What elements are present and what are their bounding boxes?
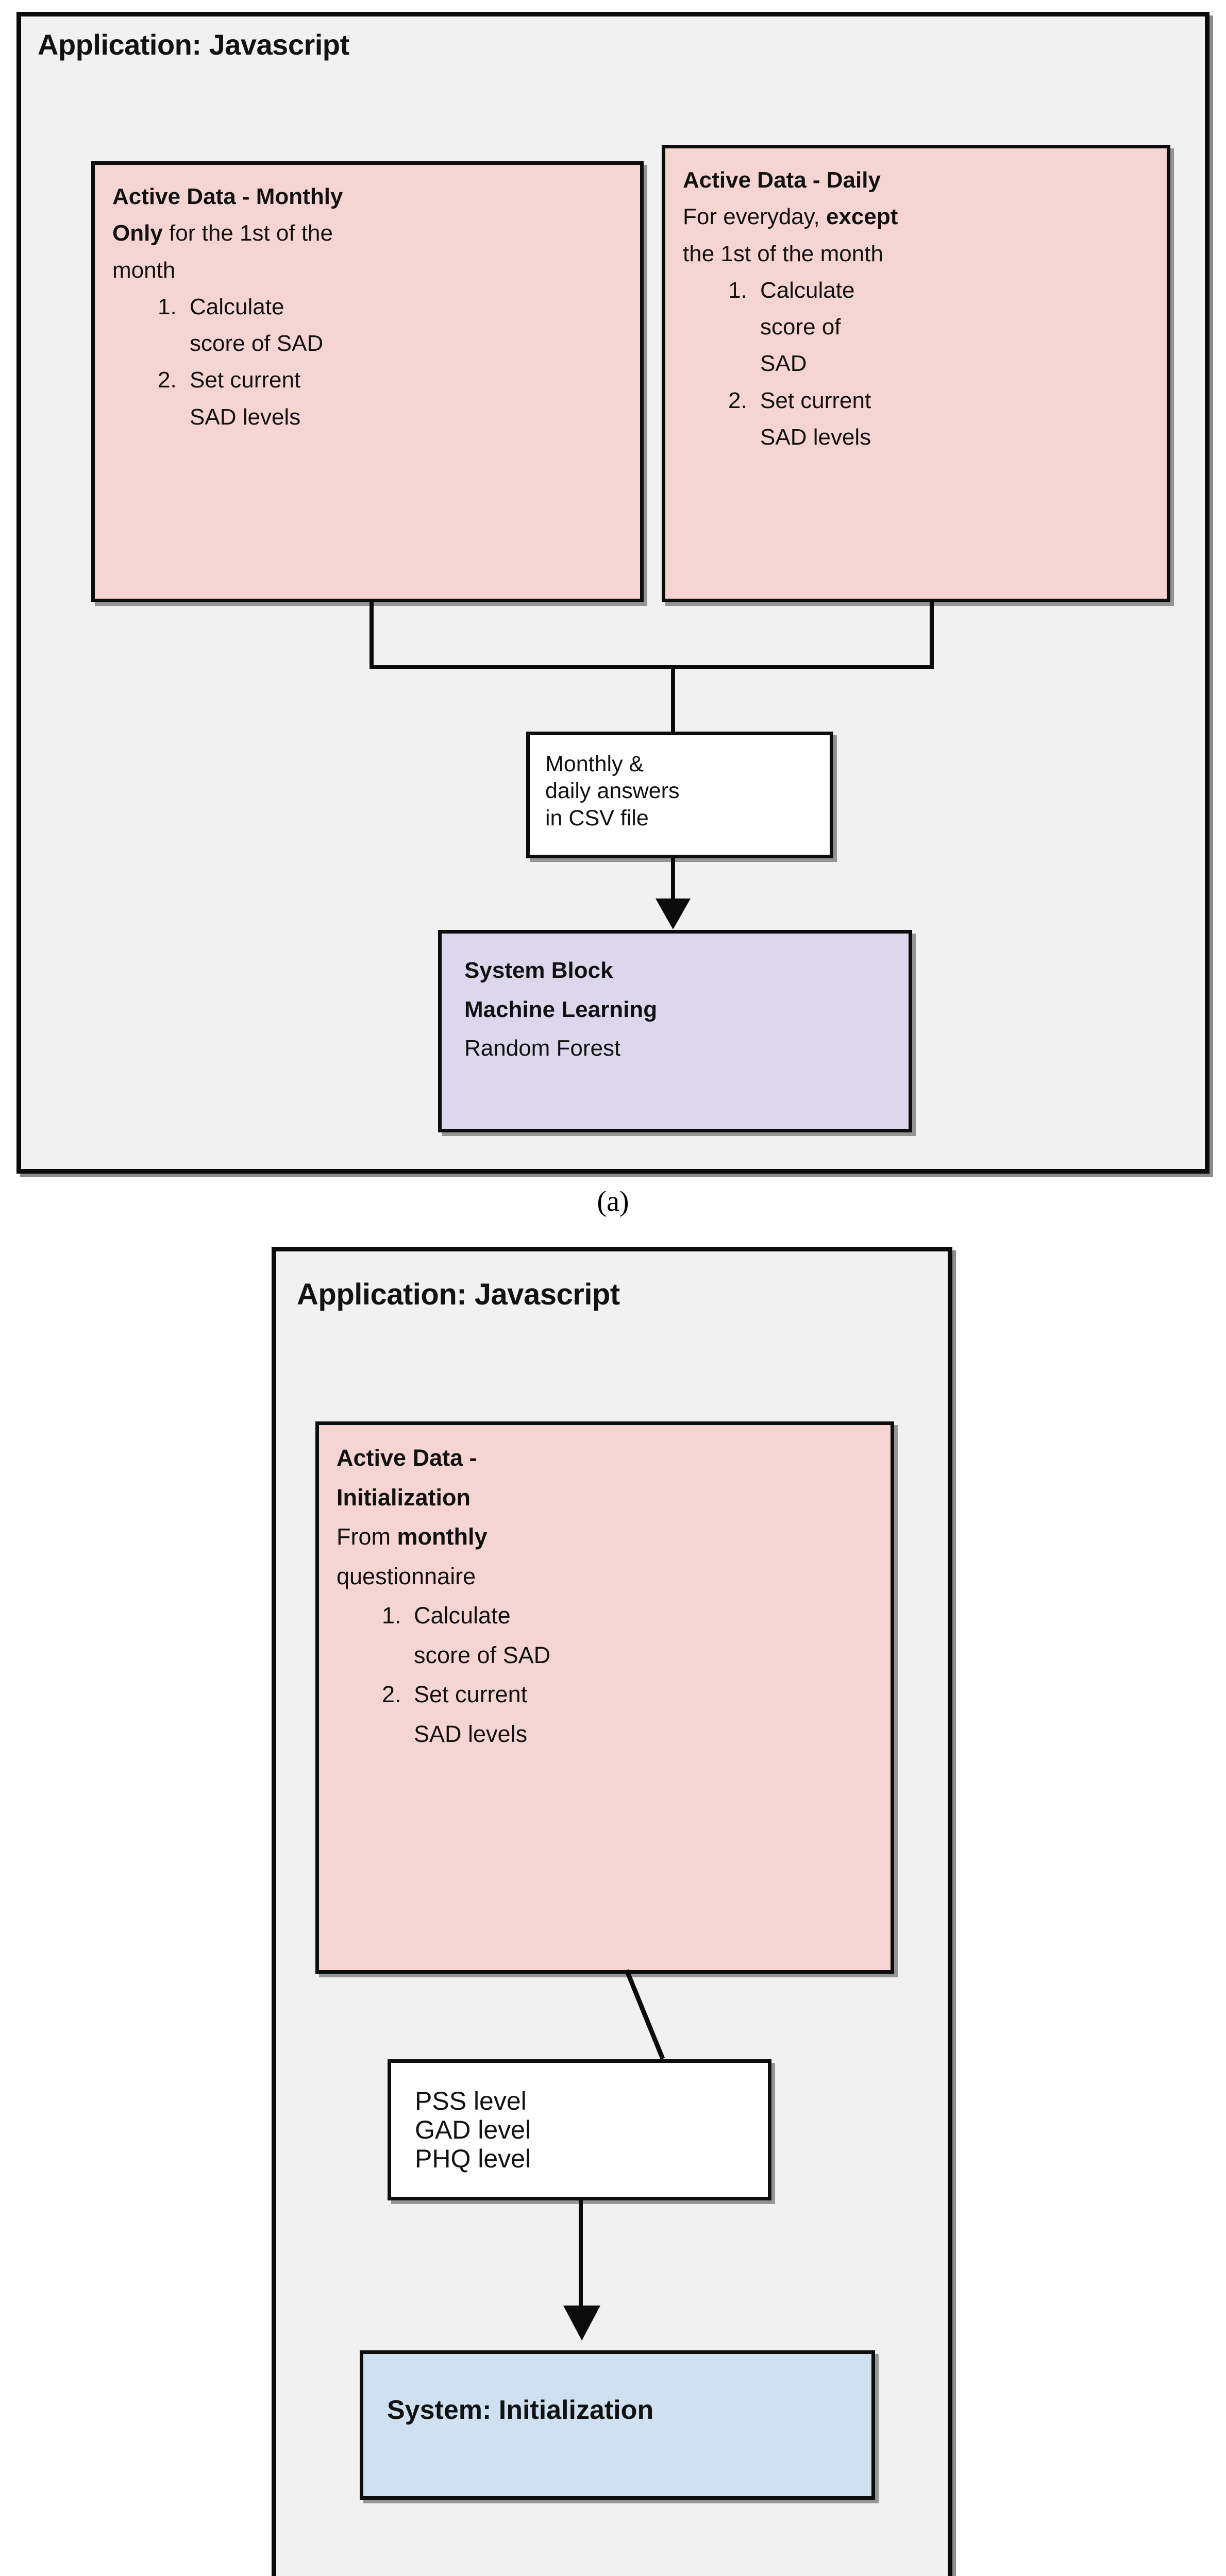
daily-step-1-line1: Calculate xyxy=(760,277,855,303)
levels-node-line-2: GAD level xyxy=(415,2115,531,2144)
monthly-step-2-line2: SAD levels xyxy=(190,404,301,430)
daily-step-2-line1: Set current xyxy=(760,387,871,413)
system-initialization-label: System: Initialization xyxy=(387,2395,654,2425)
list-item: SAD levels xyxy=(337,1715,875,1754)
list-item: 1. Calculate xyxy=(337,1596,875,1636)
system-block-line-1: System Block xyxy=(464,958,613,983)
list-item: score of xyxy=(683,309,1151,345)
connector-daily-drop xyxy=(930,602,934,669)
csv-node-line-1: Monthly & xyxy=(545,752,644,776)
connector-monthly-drop xyxy=(370,602,374,669)
node-csv-answers: Monthly & daily answers in CSV file xyxy=(526,732,833,858)
init-node-body-line-2: questionnaire xyxy=(337,1563,476,1589)
panel-a-container: Application: Javascript Active Data - Mo… xyxy=(16,12,1210,1174)
monthly-node-body-line1: Only for the 1st of the xyxy=(112,215,625,251)
connector-merge-to-csv xyxy=(671,665,675,732)
monthly-body-rest: for the 1st of the xyxy=(162,221,333,246)
daily-step-1-number: 1. xyxy=(728,277,747,303)
list-item: 1. Calculate xyxy=(683,272,1151,309)
init-node-body-line-1: From monthly xyxy=(337,1517,875,1557)
init-steps-list: 1. Calculate score of SAD 2. Set current… xyxy=(337,1596,875,1754)
daily-steps-list: 1. Calculate score of SAD 2. Set current xyxy=(683,272,1151,455)
daily-body-bold: except xyxy=(826,204,898,230)
panel-b-container: Application: Javascript Active Data - In… xyxy=(272,1247,952,2576)
monthly-step-2-line1: Set current xyxy=(190,367,301,393)
list-item: score of SAD xyxy=(337,1636,875,1675)
init-body-bold: monthly xyxy=(397,1523,488,1550)
list-item: SAD levels xyxy=(112,399,625,435)
list-item: 2. Set current xyxy=(112,362,625,398)
daily-step-2-line2: SAD levels xyxy=(760,424,871,450)
node-system-initialization: System: Initialization xyxy=(360,2350,875,2500)
daily-step-1-line3: SAD xyxy=(760,351,807,377)
init-node-header-line-1: Active Data - xyxy=(337,1445,477,1471)
monthly-node-body-line2: month xyxy=(112,257,176,283)
panel-b-title: Application: Javascript xyxy=(297,1278,620,1311)
system-block-line-2: Machine Learning xyxy=(464,996,658,1022)
init-body-pre: From xyxy=(337,1523,397,1550)
node-active-data-daily: Active Data - Daily For everyday, except… xyxy=(662,145,1170,602)
monthly-body-bold: Only xyxy=(112,221,163,246)
node-levels: PSS level GAD level PHQ level xyxy=(388,2059,771,2200)
init-node-header-line-2: Initialization xyxy=(337,1484,471,1511)
csv-node-line-2: daily answers xyxy=(545,778,680,804)
arrow-levels-to-system xyxy=(563,2306,600,2341)
node-active-data-initialization: Active Data - Initialization From monthl… xyxy=(315,1421,894,1974)
list-item: score of SAD xyxy=(112,325,625,362)
monthly-node-header: Active Data - Monthly xyxy=(112,184,343,209)
panel-a-title: Application: Javascript xyxy=(38,28,349,61)
daily-node-body-line1: For everyday, except xyxy=(683,198,1151,235)
init-step-1-line1: Calculate xyxy=(414,1602,511,1629)
daily-step-2-number: 2. xyxy=(728,387,747,413)
list-item: 2. Set current xyxy=(337,1675,875,1715)
arrow-csv-to-system xyxy=(656,899,691,929)
panel-a-caption: (a) xyxy=(597,1185,629,1217)
init-step-1-line2: score of SAD xyxy=(414,1641,551,1668)
connector-init-to-levels xyxy=(624,1969,665,2060)
list-item: SAD xyxy=(683,345,1151,382)
init-step-2-line2: SAD levels xyxy=(414,1720,528,1747)
list-item: SAD levels xyxy=(683,419,1151,455)
node-active-data-monthly: Active Data - Monthly Only for the 1st o… xyxy=(91,161,644,602)
monthly-step-2-number: 2. xyxy=(158,367,177,393)
monthly-step-1-line1: Calculate xyxy=(190,294,284,319)
daily-node-body-line2: the 1st of the month xyxy=(683,241,883,266)
system-block-line-3: Random Forest xyxy=(464,1036,621,1061)
node-system-block-ml: System Block Machine Learning Random For… xyxy=(438,930,912,1132)
init-step-1-number: 1. xyxy=(382,1602,401,1629)
levels-node-line-3: PHQ level xyxy=(415,2144,531,2173)
daily-node-header: Active Data - Daily xyxy=(683,167,881,193)
levels-node-line-1: PSS level xyxy=(415,2087,527,2115)
list-item: 2. Set current xyxy=(683,382,1151,419)
init-step-2-line1: Set current xyxy=(414,1681,528,1707)
init-step-2-number: 2. xyxy=(382,1681,401,1707)
connector-merge-bar xyxy=(370,665,934,669)
daily-body-pre: For everyday, xyxy=(683,204,826,230)
list-item: 1. Calculate xyxy=(112,289,625,325)
connector-csv-to-system-line xyxy=(671,858,675,902)
monthly-step-1-line2: score of SAD xyxy=(190,331,324,357)
monthly-step-1-number: 1. xyxy=(158,294,177,319)
daily-step-1-line2: score of xyxy=(760,314,841,340)
connector-levels-to-system-line xyxy=(579,2200,583,2312)
monthly-steps-list: 1. Calculate score of SAD 2. Set current… xyxy=(112,289,625,435)
csv-node-line-3: in CSV file xyxy=(545,805,649,831)
